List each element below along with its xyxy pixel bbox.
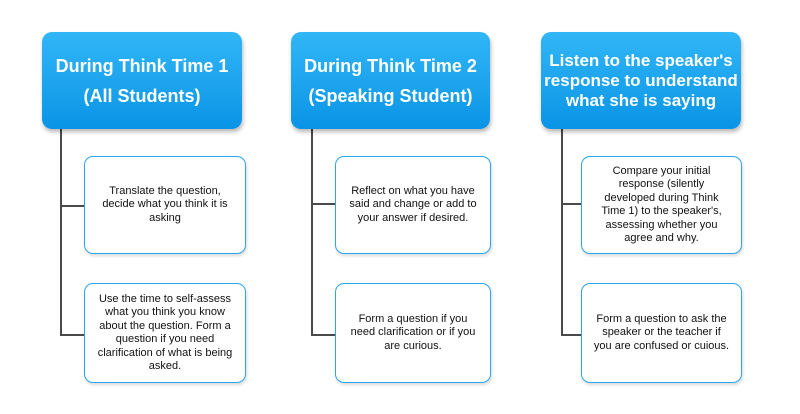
- col3-header-line3: what she is saying: [565, 90, 717, 110]
- col1-header: During Think Time 1 (All Students): [42, 32, 242, 129]
- col1-card2-text: Use the time to self-assess what you thi…: [97, 292, 233, 373]
- col3-card1: Compare your initial response (silently …: [581, 156, 742, 254]
- col1-header-line1: During Think Time 1: [55, 55, 229, 76]
- col2-header-line1: During Think Time 2: [304, 55, 477, 76]
- connector-col1-vertical: [60, 128, 62, 335]
- connector-col3-branch2: [561, 334, 581, 336]
- connector-col2-vertical: [311, 128, 313, 335]
- col3-card2-text: Form a question to ask the speaker or th…: [593, 312, 730, 352]
- col1-card1: Translate the question, decide what you …: [84, 156, 246, 254]
- col2-card1: Reflect on what you have said and change…: [335, 156, 491, 254]
- col1-card1-text: Translate the question, decide what you …: [102, 184, 228, 224]
- col1-header-line2: (All Students): [83, 85, 201, 106]
- col3-header: Listen to the speaker's response to unde…: [541, 32, 741, 129]
- connector-col3-vertical: [561, 128, 563, 335]
- col3-card1-text: Compare your initial response (silently …: [601, 164, 722, 245]
- col3-card2: Form a question to ask the speaker or th…: [581, 283, 742, 383]
- connector-col1-branch1: [60, 205, 84, 207]
- col2-header-line2: (Speaking Student): [308, 85, 473, 106]
- connector-col3-branch1: [561, 203, 581, 205]
- col2-card1-text: Reflect on what you have said and change…: [349, 184, 477, 224]
- connector-col2-branch1: [311, 203, 335, 205]
- col3-header-line1: Listen to the speaker's: [549, 50, 733, 70]
- col2-header: During Think Time 2 (Speaking Student): [291, 32, 490, 129]
- col1-card2: Use the time to self-assess what you thi…: [84, 283, 246, 383]
- col2-card2-text: Form a question if you need clarificatio…: [350, 312, 476, 352]
- connector-col1-branch2: [60, 334, 84, 336]
- col2-card2: Form a question if you need clarificatio…: [335, 283, 491, 383]
- col3-header-line2: response to understand: [544, 70, 738, 90]
- connector-col2-branch2: [311, 334, 335, 336]
